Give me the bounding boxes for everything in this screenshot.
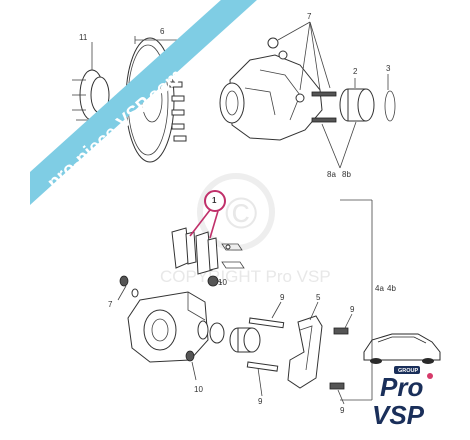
carrier-knuckle <box>219 37 323 141</box>
callout-10-top: 10 <box>218 278 227 287</box>
callout-6: 6 <box>160 27 165 36</box>
bottom-leader-lines <box>117 199 373 405</box>
copyright-symbol: © <box>225 189 257 238</box>
callout-11: 11 <box>79 33 88 42</box>
callout-labels: 11 6 7 2 3 8a 8b 1 4a 4b 7 10 9 5 9 10 9… <box>79 12 396 415</box>
callout-9-c: 9 <box>258 397 263 406</box>
callout-10-bottom: 10 <box>194 385 203 394</box>
caliper-bolts <box>169 81 187 142</box>
logo-pro: Pro <box>380 372 423 402</box>
studs <box>311 91 337 123</box>
guide-pins <box>246 317 349 390</box>
callout-9-a: 9 <box>280 293 285 302</box>
hub-assembly <box>72 69 110 121</box>
callout-9-d: 9 <box>340 406 345 415</box>
caliper-body <box>127 291 209 363</box>
watermark-text: COPYRIGHT Pro VSP <box>160 267 331 286</box>
callout-1: 1 <box>212 196 217 205</box>
callout-4a: 4a <box>375 284 384 293</box>
callout-8b: 8b <box>342 170 351 179</box>
provsp-logo: GROUP Pro VSP <box>363 333 441 430</box>
top-leader-lines <box>91 21 389 169</box>
pad-clips <box>221 243 245 269</box>
piston-seals <box>197 320 261 353</box>
callout-2: 2 <box>353 67 358 76</box>
callout-7-bottom: 7 <box>108 300 113 309</box>
wheel-bearing <box>339 88 375 122</box>
logo-vsp: VSP <box>372 400 425 430</box>
callout-7-top: 7 <box>307 12 312 21</box>
logo-car <box>363 333 441 361</box>
circlip <box>384 90 396 122</box>
bleed-screw <box>119 275 139 298</box>
callout-4b: 4b <box>387 284 396 293</box>
callout-3: 3 <box>386 64 391 73</box>
callout-9-b: 9 <box>350 305 355 314</box>
callout-1-highlight <box>189 190 226 239</box>
brake-pads <box>171 227 219 275</box>
callout-8a: 8a <box>327 170 336 179</box>
logo-badge: GROUP <box>398 368 419 374</box>
caliper-bracket <box>287 315 323 389</box>
callout-5: 5 <box>316 293 321 302</box>
